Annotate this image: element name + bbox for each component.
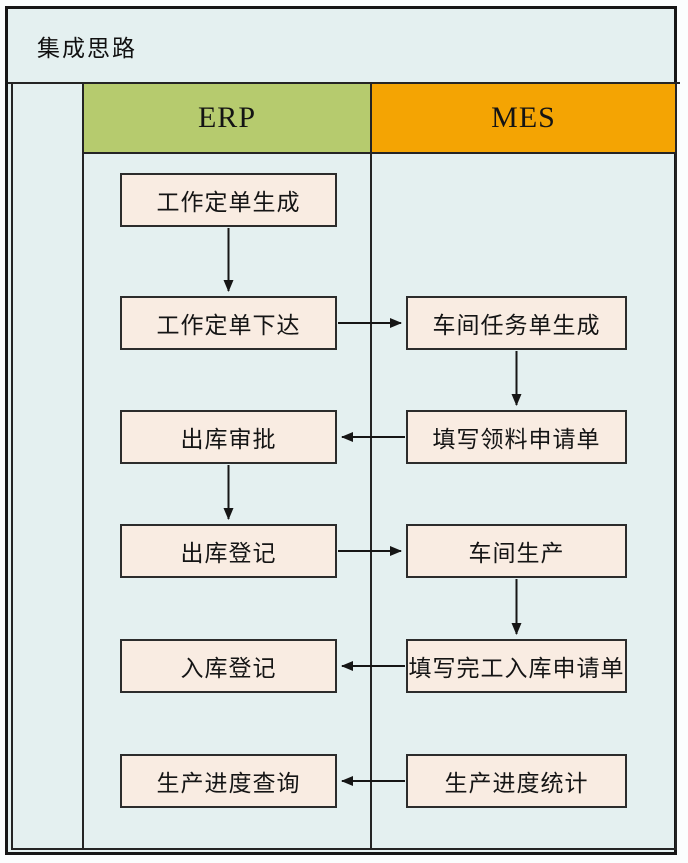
flow-node-erp-1: 工作定单生成 [120, 173, 337, 227]
flow-node-mes-5: 生产进度统计 [406, 754, 627, 808]
title-divider-line [8, 82, 680, 84]
erp-column-header: ERP [84, 84, 370, 152]
flow-node-erp-3: 出库审批 [120, 410, 337, 464]
flow-node-mes-3: 车间生产 [406, 524, 627, 578]
flow-node-erp-2: 工作定单下达 [120, 296, 337, 350]
flow-node-mes-2: 填写领料申请单 [406, 410, 627, 464]
flow-node-erp-5: 入库登记 [120, 639, 337, 693]
header-bottom-line [84, 152, 675, 154]
flow-node-erp-4: 出库登记 [120, 524, 337, 578]
erp-mes-column-divider [370, 84, 372, 850]
flow-node-mes-1: 车间任务单生成 [406, 296, 627, 350]
page-title: 集成思路 [37, 36, 137, 61]
table-right-border [675, 84, 677, 850]
table-bottom-border [11, 848, 677, 850]
flow-node-erp-6: 生产进度查询 [120, 754, 337, 808]
table-left-border [11, 84, 13, 850]
spacer-column-divider [82, 84, 84, 850]
flow-node-mes-4: 填写完工入库申请单 [406, 639, 627, 693]
mes-column-header: MES [372, 84, 675, 152]
